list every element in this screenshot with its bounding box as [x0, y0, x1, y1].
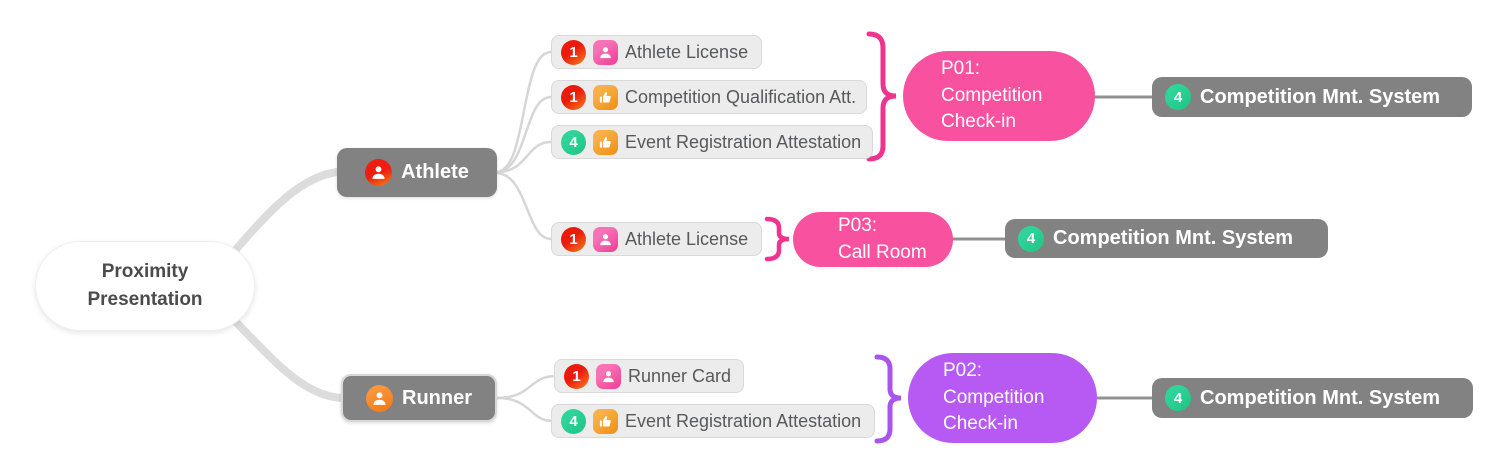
system-competition-mnt-middle[interactable]: 4 Competition Mnt. System	[1005, 219, 1328, 258]
count-badge: 1	[561, 84, 586, 110]
count-badge: 4	[1018, 225, 1044, 252]
branch-athlete-item1	[495, 50, 553, 174]
branch-athlete-item2	[495, 95, 553, 174]
item-label: Event Registration Attestation	[625, 131, 862, 152]
root-label: Proximity Presentation	[87, 261, 203, 310]
system-label: Competition Mnt. System	[1053, 227, 1294, 249]
summary-brace-p01[interactable]	[866, 31, 897, 162]
branch-runner-item1	[495, 374, 558, 400]
item-label: Runner Card	[628, 365, 732, 386]
branch-runner-item2	[495, 396, 555, 423]
id-card-person-icon	[596, 363, 621, 389]
thumbs-up-icon	[593, 129, 618, 155]
process-label: P01: Competition Check-in	[941, 57, 1043, 133]
item-label: Competition Qualification Att.	[625, 86, 857, 107]
id-card-person-icon	[593, 226, 618, 252]
count-badge: 1	[561, 226, 586, 252]
id-card-person-icon	[593, 39, 618, 65]
summary-brace-p03[interactable]	[764, 216, 790, 262]
item-athlete-license[interactable]: 1 Athlete License	[551, 35, 762, 69]
count-badge: 4	[1165, 385, 1191, 411]
process-p01-competition-checkin[interactable]: P01: Competition Check-in	[903, 51, 1095, 141]
item-competition-qualification[interactable]: 1 Competition Qualification Att.	[551, 80, 867, 114]
system-label: Competition Mnt. System	[1200, 386, 1441, 409]
person-circle-orange-icon	[366, 384, 393, 412]
system-competition-mnt-bottom[interactable]: 4 Competition Mnt. System	[1152, 378, 1473, 418]
branch-root-runner	[227, 313, 345, 402]
item-label: Athlete License	[625, 228, 749, 249]
count-badge: 4	[1165, 84, 1191, 110]
item-label: Event Registration Attestation	[625, 410, 862, 431]
branch-athlete-item4	[495, 171, 553, 241]
item-event-registration-runner[interactable]: 4 Event Registration Attestation	[551, 404, 875, 438]
topic-label: Runner	[402, 386, 472, 409]
process-p02-competition-checkin[interactable]: P02: Competition Check-in	[908, 353, 1097, 443]
process-label: P03: Call Room	[838, 214, 927, 263]
thumbs-up-icon	[593, 84, 618, 110]
item-event-registration[interactable]: 4 Event Registration Attestation	[551, 125, 873, 159]
summary-brace-p02[interactable]	[874, 354, 902, 444]
topic-athlete[interactable]: Athlete	[337, 148, 497, 197]
item-runner-card[interactable]: 1 Runner Card	[554, 359, 744, 393]
process-label: P02: Competition Check-in	[943, 359, 1045, 435]
branch-athlete-item3	[495, 140, 553, 174]
process-p03-call-room[interactable]: P03: Call Room	[793, 212, 953, 267]
count-badge: 1	[561, 39, 586, 65]
root-node[interactable]: Proximity Presentation	[35, 241, 255, 331]
topic-label: Athlete	[401, 161, 469, 183]
count-badge: 4	[561, 129, 586, 155]
person-circle-red-icon	[365, 159, 393, 186]
thumbs-up-icon	[593, 408, 618, 434]
count-badge: 4	[561, 408, 586, 434]
topic-runner[interactable]: Runner	[341, 374, 497, 422]
branch-root-athlete	[229, 168, 341, 257]
item-athlete-license-callroom[interactable]: 1 Athlete License	[551, 222, 762, 256]
item-label: Athlete License	[625, 41, 749, 62]
system-label: Competition Mnt. System	[1200, 85, 1441, 108]
count-badge: 1	[564, 363, 589, 389]
system-competition-mnt-top[interactable]: 4 Competition Mnt. System	[1152, 77, 1472, 117]
